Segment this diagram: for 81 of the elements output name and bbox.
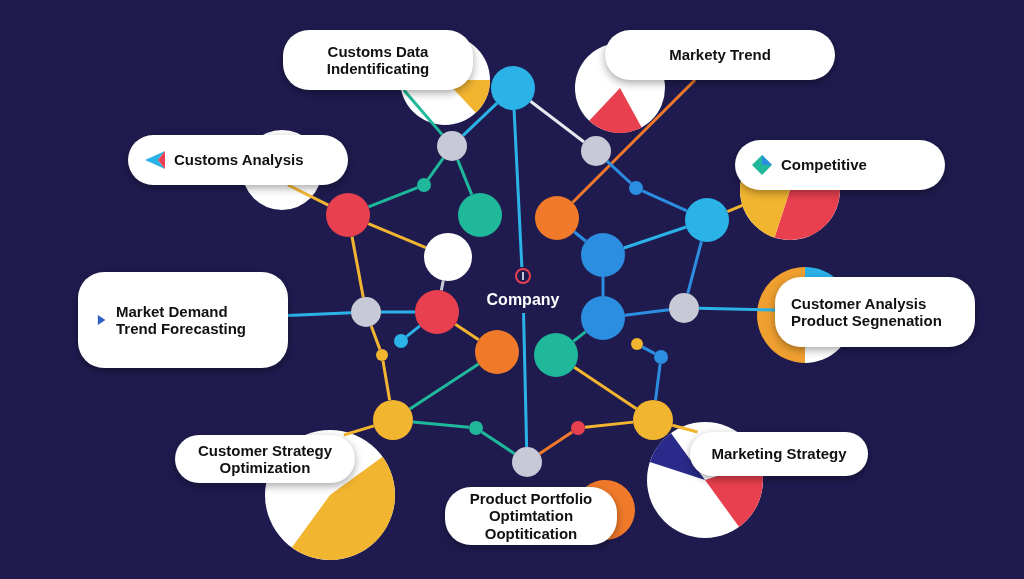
card-title: Marketing Strategy xyxy=(711,445,847,463)
connector-line xyxy=(641,345,656,355)
connector-line xyxy=(381,360,392,401)
connector-line xyxy=(367,222,427,250)
card-title: Customer Strategy Optimization xyxy=(196,441,334,477)
info-card xyxy=(78,272,288,368)
network-node-circle xyxy=(535,196,579,240)
network-node-circle xyxy=(581,296,625,340)
card-title: Market Demand Trend Forecasting xyxy=(115,302,247,338)
network-node-circle xyxy=(458,193,502,237)
connector-line xyxy=(287,311,352,317)
card-title: Competitive xyxy=(781,156,867,174)
connector-line xyxy=(573,230,587,243)
network-node-circle xyxy=(376,349,388,361)
connector-line xyxy=(641,189,688,213)
network-node-circle xyxy=(469,421,483,435)
network-node-circle xyxy=(654,350,668,364)
connector-line xyxy=(538,430,573,455)
connector-line xyxy=(571,78,697,204)
network-node-circle xyxy=(581,233,625,277)
card-title: Customs Analysis xyxy=(174,151,304,169)
card-title: Product Portfolio Optimtation Ooptitication xyxy=(468,490,594,542)
connector-line xyxy=(408,362,480,411)
connector-line xyxy=(439,280,445,291)
info-card xyxy=(605,30,835,80)
connector-line xyxy=(606,160,632,185)
card-title: Customs Data Indentificating xyxy=(325,42,431,78)
network-node-circle xyxy=(631,338,643,350)
network-node-circle xyxy=(326,193,370,237)
network-node-circle xyxy=(629,181,643,195)
info-card xyxy=(690,432,868,476)
connector-line xyxy=(529,100,585,144)
connector-line xyxy=(624,308,670,317)
connector-line xyxy=(601,277,605,296)
connector-line xyxy=(402,89,444,136)
connector-line xyxy=(654,363,662,401)
info-card xyxy=(283,30,473,90)
connector-line xyxy=(367,186,419,209)
connector-line xyxy=(512,109,524,268)
network-node-circle xyxy=(534,333,578,377)
network-node-circle xyxy=(415,290,459,334)
connector-line xyxy=(405,324,421,338)
connector-line xyxy=(584,420,634,429)
network-node-circle xyxy=(417,178,431,192)
connector-line xyxy=(454,322,480,342)
network-node-circle xyxy=(351,297,381,327)
network-node-circle xyxy=(571,421,585,435)
network-node-circle xyxy=(633,400,673,440)
info-card xyxy=(735,140,945,190)
connector-line xyxy=(381,310,415,314)
connector-line xyxy=(573,366,638,411)
network-node-circle xyxy=(491,66,535,110)
network-node-circle xyxy=(437,131,467,161)
connector-line xyxy=(671,423,698,434)
connector-line xyxy=(461,102,499,137)
connector-line xyxy=(369,325,382,350)
network-node-circle xyxy=(669,293,699,323)
info-card xyxy=(128,135,348,185)
connector-line xyxy=(481,430,516,455)
node-label: Company xyxy=(486,291,560,309)
connector-line xyxy=(412,420,470,429)
network-node-circle xyxy=(424,233,472,281)
connector-line xyxy=(456,159,474,196)
network-node-circle xyxy=(475,330,519,374)
connector-line xyxy=(686,240,703,294)
network-node-circle xyxy=(581,136,611,166)
connector-line xyxy=(343,424,375,437)
connector-line xyxy=(350,236,365,298)
card-title: Customer Analysis Product Segnenation xyxy=(791,294,943,330)
connector-line xyxy=(522,312,529,448)
card-title: Markety Trend xyxy=(669,46,771,64)
connector-line xyxy=(698,306,776,312)
network-node-circle xyxy=(373,400,413,440)
connector-line xyxy=(572,330,587,343)
network-node-circle xyxy=(512,447,542,477)
info-card xyxy=(445,487,617,545)
connector-line xyxy=(623,225,687,250)
network-node-circle xyxy=(685,198,729,242)
connector-line xyxy=(426,157,445,181)
info-card xyxy=(175,435,355,483)
network-node-circle xyxy=(394,334,408,348)
